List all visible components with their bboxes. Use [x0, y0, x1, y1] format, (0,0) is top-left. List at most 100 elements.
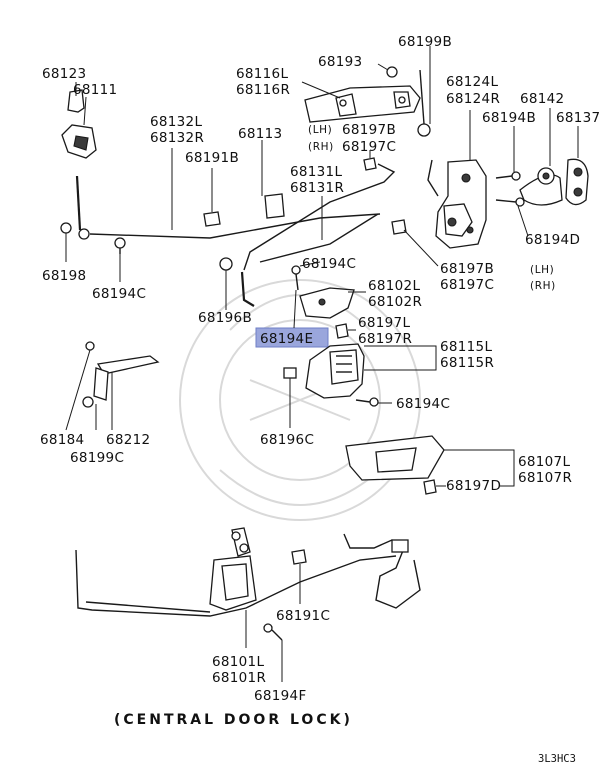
- screw-68194D: [495, 197, 525, 207]
- part-68137-shim: [565, 158, 589, 206]
- label-68123[interactable]: 68123: [42, 66, 86, 82]
- label-68116R[interactable]: 68116R: [236, 82, 290, 98]
- label-lh-top: (LH): [308, 124, 332, 136]
- part-68107-escutcheon: [345, 435, 445, 481]
- rod-central-lock-lower: [85, 601, 211, 613]
- part-68123-bracket: [67, 89, 85, 113]
- part-68101-lock-actuator: [209, 527, 257, 611]
- connector-harness: [391, 539, 409, 553]
- label-68113[interactable]: 68113: [238, 126, 282, 142]
- leader-68194C-mid: [299, 261, 321, 267]
- clip-68191C: [291, 549, 307, 565]
- leader-68194D: [517, 205, 529, 237]
- leader-68115: [364, 345, 437, 371]
- label-68184[interactable]: 68184: [40, 432, 84, 448]
- part-68196C-grommet: [283, 367, 297, 379]
- leader-68193: [377, 63, 389, 71]
- diagram-code: 3L3HC3: [538, 753, 576, 765]
- label-68107L[interactable]: 68107L: [518, 454, 570, 470]
- part-68111-protector: [61, 124, 97, 159]
- label-68115R[interactable]: 68115R: [440, 355, 494, 371]
- label-68194C-low[interactable]: 68194C: [396, 396, 450, 412]
- label-68194B[interactable]: 68194B: [482, 110, 536, 126]
- label-68197B-top[interactable]: 68197B: [342, 122, 396, 138]
- leader-68197BC-mid: [403, 229, 439, 267]
- label-68194F[interactable]: 68194F: [254, 688, 307, 704]
- part-68212-rod-link: [93, 355, 160, 401]
- part-68115-actuator: [305, 343, 365, 399]
- bolt-68199C: [82, 396, 94, 408]
- leader-68107: [444, 449, 515, 487]
- label-68107R[interactable]: 68107R: [518, 470, 572, 486]
- label-68199B[interactable]: 68199B: [398, 34, 452, 50]
- label-68194D[interactable]: 68194D: [525, 232, 580, 248]
- label-68101L[interactable]: 68101L: [212, 654, 264, 670]
- label-68132R[interactable]: 68132R: [150, 130, 204, 146]
- label-68142[interactable]: 68142: [520, 91, 564, 107]
- part-68113-cap: [264, 193, 285, 219]
- label-68198[interactable]: 68198: [42, 268, 86, 284]
- clip-68197BC-mid: [391, 219, 407, 235]
- screw-68194F: [263, 623, 283, 641]
- part-68198-rod: [60, 175, 90, 240]
- part-68116-outside-handle: [304, 85, 421, 123]
- pin-68184: [85, 341, 95, 351]
- label-68131R[interactable]: 68131R: [290, 180, 344, 196]
- label-68131L[interactable]: 68131L: [290, 164, 342, 180]
- screw-68194C-left: [114, 237, 126, 254]
- label-68199C[interactable]: 68199C: [70, 450, 124, 466]
- watermark-emblem: [179, 279, 421, 521]
- label-68115L[interactable]: 68115L: [440, 339, 492, 355]
- label-rh-mid: (RH): [530, 280, 556, 292]
- label-68212[interactable]: 68212: [106, 432, 150, 448]
- label-68196C[interactable]: 68196C: [260, 432, 314, 448]
- label-68197B-mid[interactable]: 68197B: [440, 261, 494, 277]
- label-68197D[interactable]: 68197D: [446, 478, 501, 494]
- label-68132L[interactable]: 68132L: [150, 114, 202, 130]
- label-rh-top: (RH): [308, 141, 334, 153]
- label-lh-mid: (LH): [530, 264, 554, 276]
- nut-68193: [386, 66, 398, 78]
- label-68124R[interactable]: 68124R: [446, 91, 500, 107]
- part-labels: 68123 68111 68199B 68193 68116L 68116R 6…: [40, 34, 600, 704]
- label-68137[interactable]: 68137: [556, 110, 600, 126]
- screw-68194C-low: [355, 397, 379, 407]
- label-68191B[interactable]: 68191B: [185, 150, 239, 166]
- label-68194C-mid[interactable]: 68194C: [302, 256, 356, 272]
- part-68142-striker: [519, 167, 563, 206]
- clip-68191B: [203, 211, 221, 227]
- label-68111[interactable]: 68111: [73, 82, 117, 98]
- leader-68111: [83, 96, 87, 126]
- label-68197C-mid[interactable]: 68197C: [440, 277, 494, 293]
- part-68102-bracket: [299, 287, 355, 319]
- label-68102L[interactable]: 68102L: [368, 278, 420, 294]
- label-68196B[interactable]: 68196B: [198, 310, 252, 326]
- rod-central-lock-main: [75, 549, 397, 617]
- screw-68194C-mid: [291, 265, 301, 291]
- label-68197C-top[interactable]: 68197C: [342, 139, 396, 155]
- wire-harness: [343, 533, 421, 609]
- label-68194E[interactable]: 68194E: [260, 331, 313, 347]
- rod-68131-lower: [259, 213, 379, 263]
- footer-caption: (CENTRAL DOOR LOCK): [114, 712, 353, 728]
- label-68102R[interactable]: 68102R: [368, 294, 422, 310]
- clip-68197BC-top: [363, 157, 377, 171]
- part-68124-door-latch: [427, 159, 487, 249]
- label-68193[interactable]: 68193: [318, 54, 362, 70]
- label-68101R[interactable]: 68101R: [212, 670, 266, 686]
- screw-68194B: [495, 171, 521, 181]
- leader-68116: [301, 81, 341, 99]
- label-68197L[interactable]: 68197L: [358, 315, 410, 331]
- leader-68194E: [293, 289, 297, 329]
- highlight-68194E[interactable]: [255, 327, 329, 348]
- leader-68184: [65, 349, 91, 431]
- label-68116L[interactable]: 68116L: [236, 66, 288, 82]
- label-68191C[interactable]: 68191C: [276, 608, 330, 624]
- label-68194C-left[interactable]: 68194C: [92, 286, 146, 302]
- rod-68131: [243, 163, 396, 271]
- clip-68197: [335, 323, 349, 339]
- label-68124L[interactable]: 68124L: [446, 74, 498, 90]
- label-68197R[interactable]: 68197R: [358, 331, 412, 347]
